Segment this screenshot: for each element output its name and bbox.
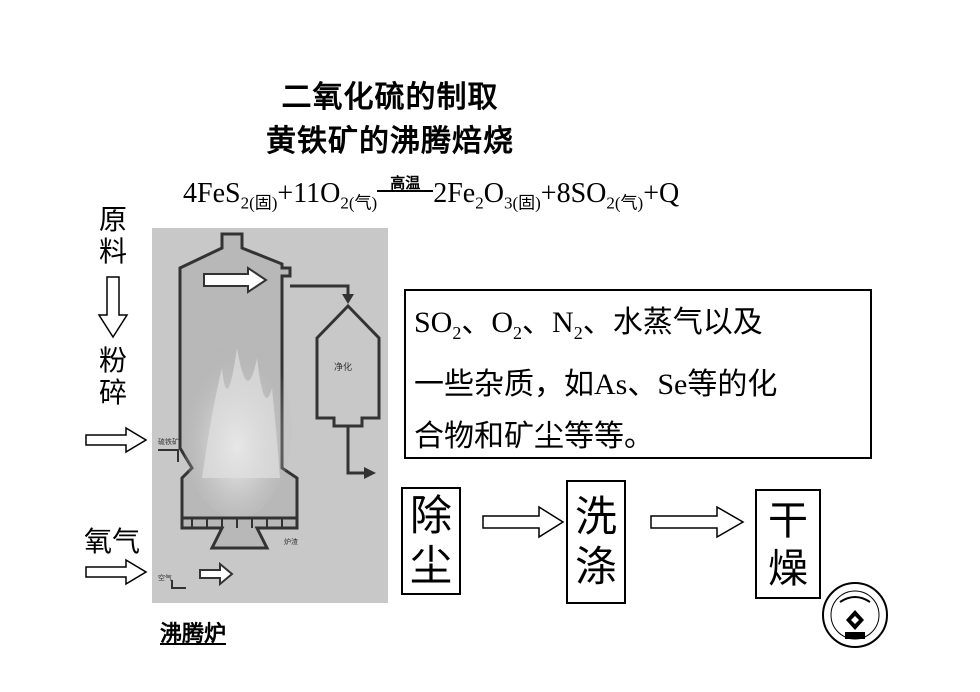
impurity-line2: 一些杂质，如As、Se等的化 [414, 368, 778, 401]
text: 2 [452, 323, 462, 343]
eq-sub: 3(固) [503, 193, 541, 213]
eq-product-q: +Q [643, 178, 680, 209]
right-arrow-icon [85, 558, 148, 586]
eq-reactant-fes2: 4FeS [183, 178, 241, 209]
svg-text:空气: 空气 [158, 573, 172, 582]
right-arrow-icon [85, 426, 148, 454]
eq-sub: 2(固) [240, 193, 278, 213]
title-line1: 二氧化硫的制取 [281, 80, 499, 115]
text: 、N [522, 306, 574, 339]
right-arrow-icon [650, 505, 745, 539]
impurity-line3: 合物和矿尘等等。 [414, 420, 654, 453]
step-drying: 干燥 [755, 489, 821, 599]
impurity-box: SO2、O2、N2、水蒸气以及 一些杂质，如As、Se等的化 合物和矿尘等等。 [404, 289, 872, 459]
eq-condition: 高温 [377, 172, 434, 193]
right-arrow-icon [482, 505, 565, 539]
eq-reactant-o2: +11O [277, 178, 341, 209]
text: 、水蒸气以及 [582, 306, 763, 339]
down-arrow-icon [97, 276, 129, 339]
furnace-drawing: 净化 硫铁矿 空气 炉渣 [158, 232, 381, 589]
svg-text:炉渣: 炉渣 [284, 537, 298, 546]
label-crushing: 粉碎 [98, 344, 127, 409]
furnace-label: 沸腾炉 [160, 622, 227, 647]
eq-product-so2: +8SO [540, 178, 607, 209]
eq-sub: 2 [475, 193, 484, 213]
eq-product-o: O [483, 178, 504, 209]
svg-text:硫铁矿: 硫铁矿 [158, 437, 179, 446]
eq-sub: 2(气) [606, 193, 644, 213]
label-oxygen: 氧气 [84, 525, 141, 558]
eq-sub: 2(气) [340, 193, 378, 213]
impurity-line1: SO2、O2、N2、水蒸气以及 [414, 297, 870, 359]
label-raw-material: 原料 [98, 203, 127, 268]
text: 、O [461, 306, 514, 339]
eq-product-fe2o3: 2Fe [433, 178, 476, 209]
step-dust-removal: 除尘 [401, 487, 461, 595]
text: 2 [573, 323, 583, 343]
university-seal-logo [822, 582, 888, 648]
furnace-diagram: 净化 硫铁矿 空气 炉渣 [152, 228, 388, 603]
step-washing: 洗涤 [566, 480, 626, 604]
text: SO [414, 306, 453, 339]
title-line2: 黄铁矿的沸腾焙烧 [266, 124, 514, 159]
svg-text:净化: 净化 [334, 361, 352, 373]
text: 2 [513, 323, 523, 343]
